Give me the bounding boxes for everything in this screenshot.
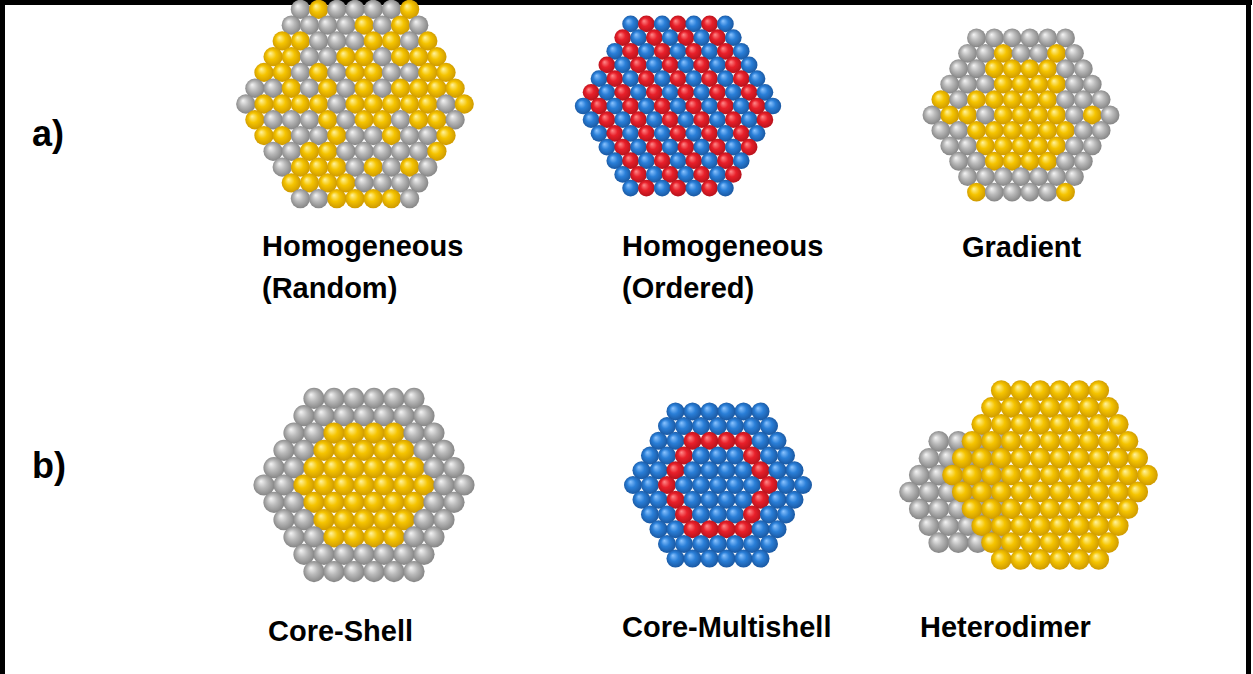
atom (291, 189, 310, 208)
ordered-alloy-particle (575, 16, 781, 197)
atom (701, 180, 718, 197)
atom (327, 189, 346, 208)
atom (948, 532, 969, 553)
atom (1088, 549, 1109, 570)
atom (734, 550, 752, 568)
atom (670, 180, 687, 197)
atom (345, 189, 364, 208)
atom (1049, 549, 1070, 570)
particles (236, 0, 1158, 582)
atom (323, 561, 344, 582)
atom (400, 189, 419, 208)
atom (985, 183, 1004, 202)
atom (683, 550, 701, 568)
atom (991, 549, 1012, 570)
atom (1020, 183, 1039, 202)
frame-left (0, 0, 5, 674)
atom (363, 561, 384, 582)
atom (717, 180, 734, 197)
atom (1038, 183, 1057, 202)
structure-caption: Gradient (962, 226, 1081, 268)
panel-letter: b) (32, 440, 66, 492)
panel-letter: a) (32, 108, 64, 160)
atom (303, 561, 324, 582)
atom (928, 532, 949, 553)
random-alloy-particle (236, 0, 474, 208)
atom (364, 189, 383, 208)
core-multishell-particle (624, 402, 812, 567)
structure-caption: Homogeneous (Ordered) (622, 225, 854, 309)
atom (1069, 549, 1090, 570)
atom (638, 180, 655, 197)
atom (383, 561, 404, 582)
atom (403, 561, 424, 582)
atom (1003, 183, 1022, 202)
atom (666, 550, 684, 568)
atom (309, 189, 328, 208)
atom (1010, 549, 1031, 570)
gradient-particle (923, 28, 1120, 201)
atom (1056, 183, 1075, 202)
atom (700, 550, 718, 568)
atom (343, 561, 364, 582)
frame-top (0, 0, 1252, 5)
atom (654, 180, 671, 197)
structure-caption: Heterodimer (920, 606, 1091, 648)
atom (967, 183, 986, 202)
core-shell-particle (253, 388, 474, 582)
atom (382, 189, 401, 208)
atom (622, 180, 639, 197)
atom (1030, 549, 1051, 570)
frame-right (1246, 0, 1251, 674)
atom (717, 550, 735, 568)
atom (751, 550, 769, 568)
structure-caption: Core-Multishell (622, 606, 831, 648)
atom (685, 180, 702, 197)
structure-caption: Homogeneous (Random) (262, 225, 494, 309)
heterodimer-gold-part (942, 380, 1158, 570)
structure-caption: Core-Shell (268, 610, 413, 652)
